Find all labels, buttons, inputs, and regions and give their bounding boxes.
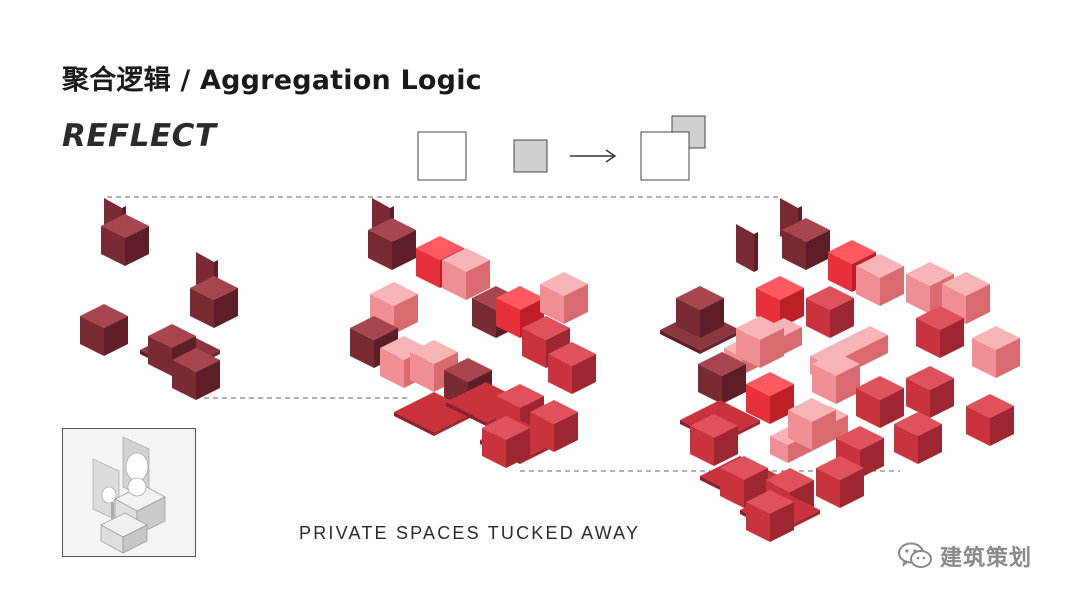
reflect-legend xyxy=(418,116,705,180)
gray-square-icon xyxy=(514,140,547,172)
white-square-icon xyxy=(418,132,466,180)
watermark-text: 建筑策划 xyxy=(940,540,1032,572)
white-square-icon xyxy=(641,132,689,180)
inset-render-image xyxy=(62,428,196,557)
aggregation-stage-3 xyxy=(660,198,1020,542)
diagram-caption: PRIVATE SPACES TUCKED AWAY xyxy=(299,523,640,544)
inset-figure xyxy=(63,429,195,556)
wechat-icon xyxy=(898,542,932,570)
aggregation-stage-2 xyxy=(350,198,596,468)
aggregation-stage-1 xyxy=(80,198,238,400)
watermark: 建筑策划 xyxy=(898,540,1032,572)
